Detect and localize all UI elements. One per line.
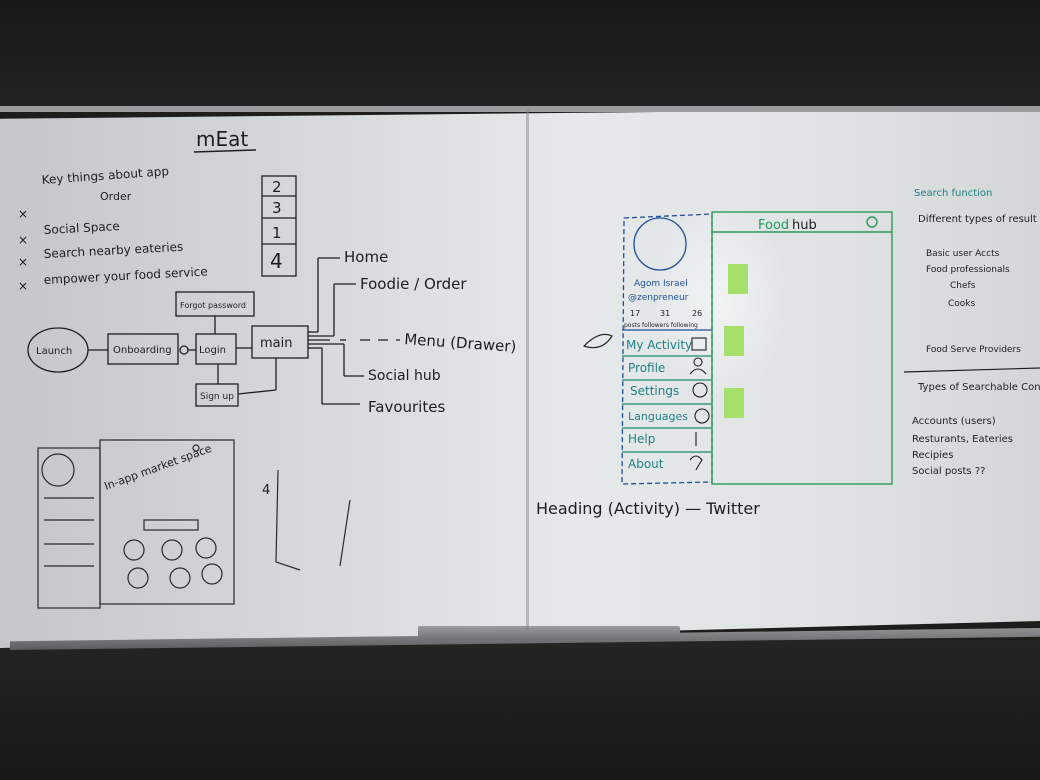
flow-login: Login [199, 345, 226, 356]
priority-4: 4 [270, 249, 283, 273]
app-title: mEat [196, 127, 248, 151]
search-note-2: Basic user Accts [926, 249, 1000, 259]
drawer-menu-profile: Profile [628, 361, 665, 375]
flow-onboarding: Onboarding [113, 345, 172, 356]
activity-icon [691, 337, 707, 351]
settings-icon [692, 382, 708, 398]
drawer-menu-icons [689, 337, 710, 471]
types-notes-heading: Types of Searchable Contents [917, 382, 1040, 393]
drawer-menu-help: Help [628, 432, 655, 446]
svg-text:×: × [18, 255, 28, 269]
notes-divider [903, 367, 1040, 373]
market-sketch [37, 439, 351, 609]
foodhub-title-dark: hub [792, 218, 817, 233]
wall-lower [0, 640, 1040, 780]
priority-1: 2 [272, 178, 282, 196]
heading-note: Heading (Activity) — Twitter [536, 499, 760, 518]
foodhub-title-green: Food [758, 218, 789, 233]
flow-branch-home: Home [344, 248, 388, 266]
search-note-3: Food professionals [926, 265, 1010, 275]
flow-branch-favourites: Favourites [368, 398, 445, 416]
drawer-handle: @zenpreneur [628, 293, 689, 303]
flow-forgot-password: Forgot password [180, 301, 246, 310]
drawer-menu-my-activity: My Activity [626, 338, 692, 352]
whiteboard [0, 108, 1040, 648]
svg-text:×: × [18, 233, 28, 247]
board-seam [526, 110, 529, 630]
flow-main: main [260, 336, 292, 351]
search-note-6: Food Serve Providers [926, 345, 1021, 355]
svg-text:×: × [18, 279, 28, 293]
app-screen-sketch [711, 211, 893, 485]
flow-branch-social-hub: Social hub [368, 368, 441, 384]
drawer-stat-following: 26 [692, 309, 702, 318]
search-notes-heading: Search function [914, 188, 992, 199]
priority-column [261, 175, 297, 277]
search-note-5: Cooks [948, 299, 976, 309]
marker-tray [418, 626, 680, 640]
light-glare [650, 200, 790, 400]
key-item-1: Social Space [43, 219, 120, 237]
whiteboard-frame-top [0, 106, 1040, 112]
svg-text:×: × [18, 207, 28, 221]
key-things-heading: Key things about app [41, 164, 169, 187]
types-note-1: Accounts (users) [912, 416, 996, 427]
priority-3: 1 [272, 224, 282, 242]
globe-icon [694, 408, 710, 424]
types-note-4: Social posts ?? [912, 466, 985, 477]
flow-sign-up: Sign up [200, 392, 234, 402]
drawer-name: Agom Israel [634, 279, 688, 289]
drawer-stat-followers: 31 [660, 309, 670, 318]
profile-icon [693, 357, 703, 367]
about-icon [689, 455, 703, 471]
flow-branch-foodie-order: Foodie / Order [360, 275, 467, 293]
types-note-3: Recipies [912, 450, 953, 461]
flow-diagram [27, 257, 400, 407]
sticky-note-3 [724, 388, 744, 418]
drawer-menu-settings: Settings [630, 384, 679, 398]
priority-2: 3 [272, 199, 282, 217]
types-note-2: Resturants, Eateries [912, 434, 1013, 445]
market-space-label: In-app market space [103, 442, 214, 493]
stray-number: 4 [262, 483, 270, 498]
flow-launch: Launch [36, 346, 72, 357]
drawer-menu-languages: Languages [628, 410, 688, 423]
key-item-3: empower your food service [43, 264, 208, 287]
flow-branch-menu: Menu (Drawer) [404, 330, 517, 356]
search-note-1: Different types of result ?? [918, 214, 1040, 225]
wall-background [0, 0, 1040, 110]
sticky-note-2 [724, 326, 744, 356]
drawer-stats-labels: posts followers following [624, 322, 698, 329]
drawer-stat-posts: 17 [630, 309, 640, 318]
sticky-note-1 [728, 264, 748, 294]
drawer-menu-about: About [628, 457, 664, 471]
search-note-4: Chefs [950, 281, 976, 291]
key-item-2: Search nearby eateries [43, 240, 183, 261]
key-things-subheading: Order [100, 190, 132, 203]
